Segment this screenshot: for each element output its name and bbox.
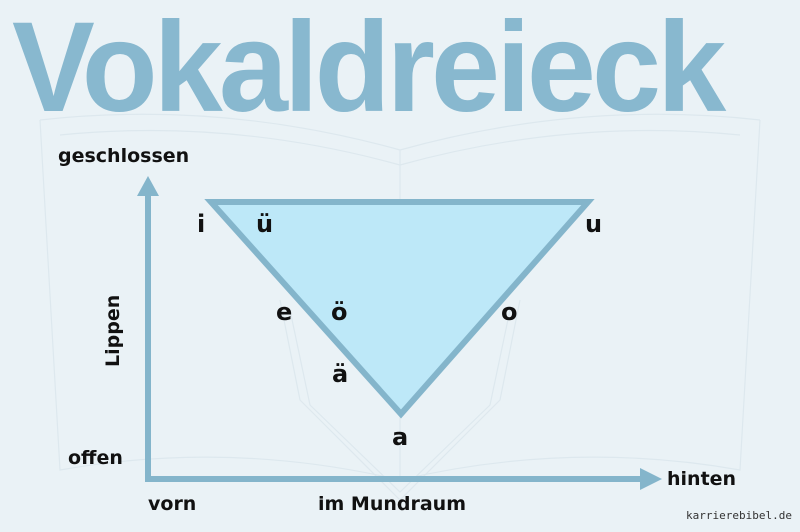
axis-label-im-mundraum: im Mundraum (318, 493, 467, 515)
vowel-u: u (585, 210, 603, 238)
watermark: karrierebibel.de (686, 509, 792, 522)
axis-label-vorn: vorn (148, 493, 197, 515)
vowel-a: a (392, 423, 409, 451)
page-title: Vokaldreieck (12, 0, 726, 139)
axis-label-offen: offen (68, 447, 123, 469)
axis-label-hinten: hinten (667, 468, 737, 490)
vowel-triangle (204, 199, 595, 419)
vowel-e: e (276, 298, 293, 326)
vowel-oe: ö (331, 298, 348, 326)
vowel-ue: ü (256, 210, 274, 238)
y-axis-arrow (137, 176, 159, 482)
axis-label-lippen: Lippen (102, 294, 124, 367)
vowel-o: o (501, 298, 518, 326)
vowel-i: i (197, 210, 206, 238)
x-axis-arrow (145, 468, 662, 490)
vowel-ae: ä (332, 360, 349, 388)
axis-label-geschlossen: geschlossen (58, 145, 190, 167)
